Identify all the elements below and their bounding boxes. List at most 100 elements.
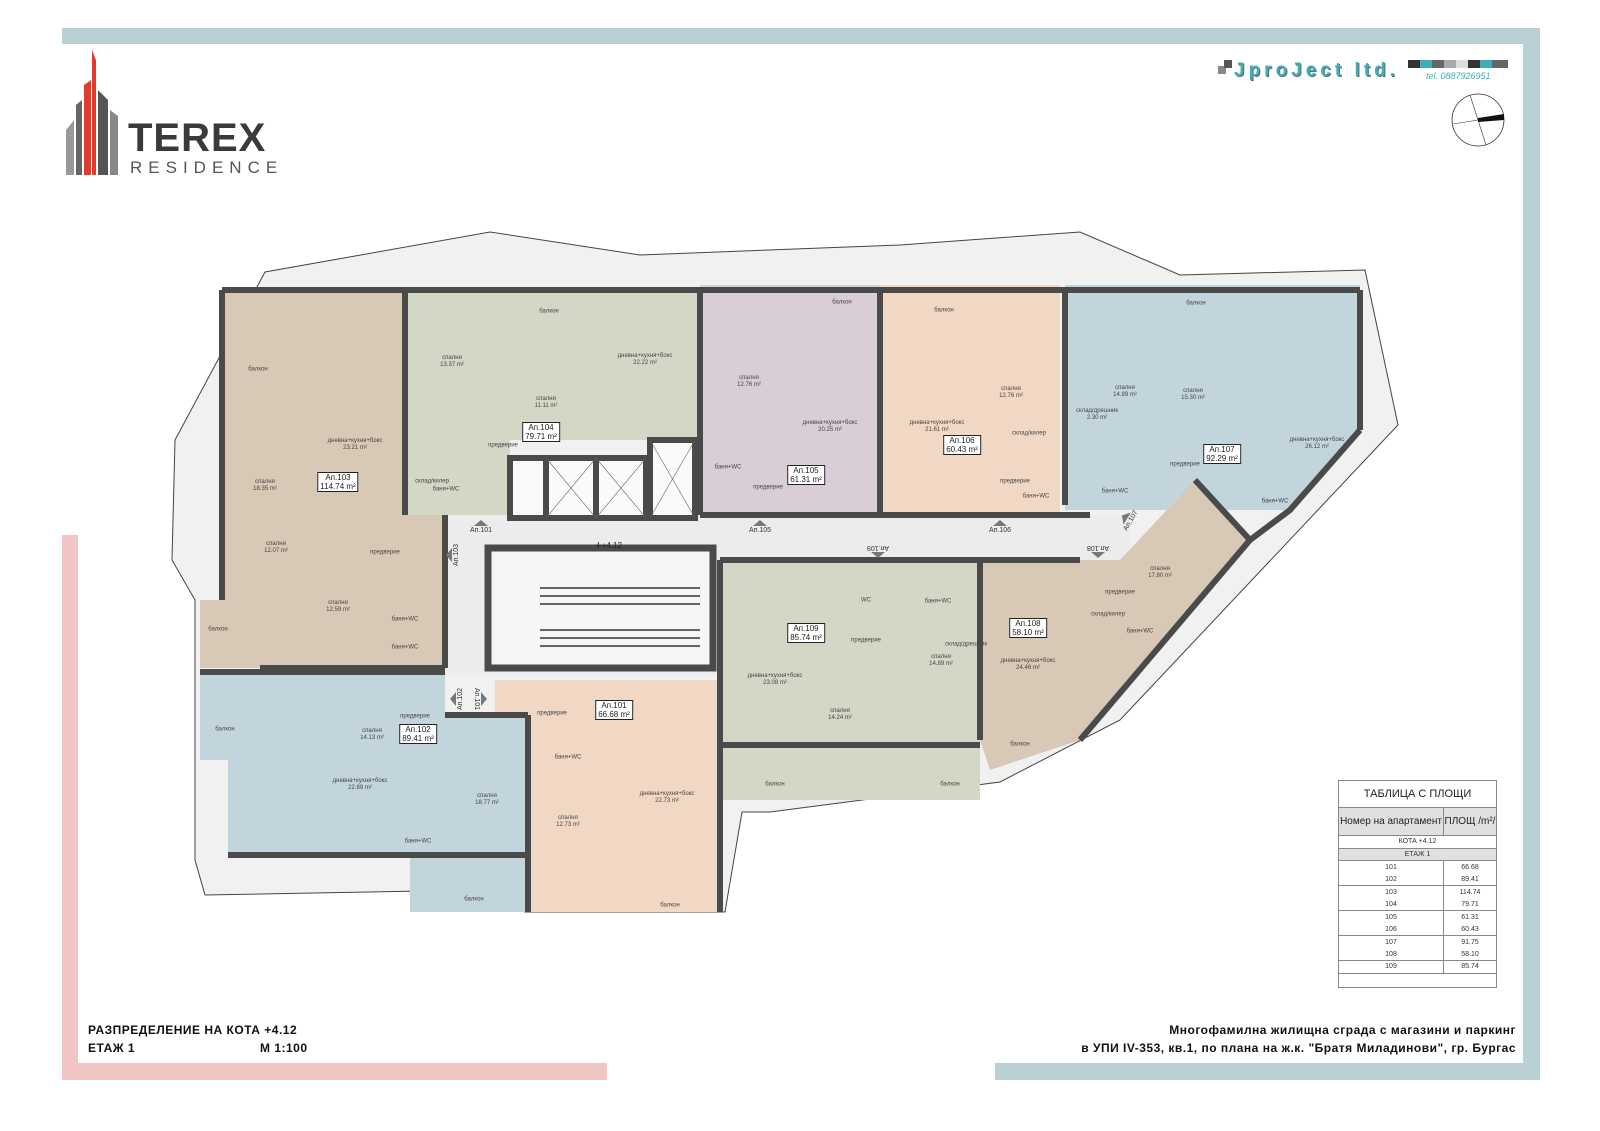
room-name: спалня	[255, 479, 275, 485]
room-name: баня+WC	[1126, 628, 1154, 635]
room-name: баня+WC	[391, 644, 419, 651]
room-label: баня+WC	[1127, 629, 1154, 636]
room-name: балкон	[832, 299, 852, 306]
room-name: предверие	[370, 549, 400, 556]
room-name: баня+WC	[1261, 498, 1289, 505]
project-location: в УПИ IV-353, кв.1, по плана на ж.к. "Бр…	[1081, 1041, 1516, 1055]
room-area: 23.08 m²	[763, 680, 787, 686]
room-label: балкон	[765, 782, 784, 789]
footer-floor: ЕТАЖ 1	[88, 1041, 136, 1055]
apartment-area: 66.68 m²	[598, 710, 630, 719]
room-label: предверие	[537, 711, 567, 718]
room-name: спалня	[931, 654, 951, 660]
room-name: балкон	[934, 307, 954, 314]
room-name: предверие	[488, 442, 518, 449]
room-area: 18.35 m²	[253, 486, 277, 492]
room-name: балкон	[215, 726, 235, 733]
room-name: дневна+кухня+бокс	[327, 438, 383, 444]
apartment-area: 79.71 m²	[525, 432, 557, 441]
entrance-marker: Ап.105	[749, 520, 771, 534]
area-cell: 89.41	[1443, 873, 1497, 886]
room-area: 23.21 m²	[343, 445, 367, 451]
room-label: предверие	[370, 550, 400, 557]
apartment-number-cell: 104	[1338, 898, 1444, 911]
room-label: балкон	[940, 782, 959, 789]
room-area: 12.76 m²	[999, 393, 1023, 399]
room-name: склад/килер	[415, 478, 449, 485]
col-area: ПЛОЩ /m²/	[1443, 807, 1497, 836]
entrance-marker: Ап.103	[446, 544, 460, 566]
walls	[200, 287, 1363, 912]
room-area: 14.89 m²	[929, 661, 953, 667]
room-name: предверие	[851, 637, 881, 644]
apartment-number: Ап.103	[325, 473, 351, 482]
room-name: баня+WC	[554, 754, 582, 761]
room-name: дневна+кухня+бокс	[1000, 658, 1056, 664]
room-label: балкон	[539, 309, 558, 316]
terex-logo: TEREX RESIDENCE	[62, 50, 312, 180]
firm-phone: tel. 0887926951	[1426, 71, 1491, 81]
room-label: склад/килер	[415, 479, 449, 486]
room-name: баня+WC	[1022, 493, 1050, 500]
frame-band-top	[62, 28, 1540, 44]
room-name: склад/дрешник	[945, 641, 987, 648]
room-name: баня+WC	[1101, 488, 1129, 495]
firm-name: JproJect ltd.	[1234, 60, 1399, 81]
room-name: дневна+кухня+бокс	[639, 791, 695, 797]
apartment-number: Ап.102	[405, 725, 431, 734]
apartment-area: 89.41 m²	[402, 734, 434, 743]
apartment-area: 58.10 m²	[1012, 628, 1044, 637]
room-label: балкон	[660, 903, 679, 910]
room-name: балкон	[248, 366, 268, 373]
north-arrow-icon	[1451, 93, 1505, 147]
room-label: баня+WC	[392, 645, 419, 652]
apartment-number: Ап.101	[601, 701, 627, 710]
room-name: спалня	[1115, 385, 1135, 391]
room-name: спалня	[536, 396, 556, 402]
apartment-area: 60.43 m²	[946, 445, 978, 454]
apartment-106-area	[880, 285, 1060, 515]
apartment-number-cell: 109	[1338, 960, 1444, 973]
room-name: спалня	[362, 728, 382, 734]
room-name: спалня	[442, 355, 462, 361]
apartment-area: 114.74 m²	[320, 482, 356, 491]
apartment-number: Ап.106	[949, 436, 975, 445]
room-name: спалня	[477, 793, 497, 799]
room-area: 12.73 m²	[556, 822, 580, 828]
room-label: баня+WC	[925, 599, 952, 606]
footer-title: РАЗПРЕДЕЛЕНИЕ НА КОТА +4.12	[88, 1023, 298, 1037]
room-label: баня+WC	[1262, 499, 1289, 506]
area-cell: 61.31	[1443, 910, 1497, 923]
room-label: балкон	[1186, 301, 1205, 308]
room-area: 14.89 m²	[1113, 392, 1137, 398]
